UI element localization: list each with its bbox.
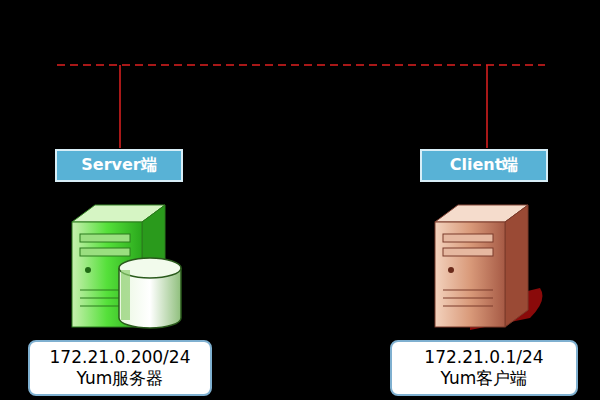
node-text: 172.21.0.200/24 (50, 347, 191, 368)
link-line (119, 65, 121, 148)
role-label: Server端 (55, 149, 183, 182)
node-text: Server端 (81, 155, 156, 176)
network-line (57, 64, 545, 66)
node-subtext: Yum服务器 (77, 368, 164, 389)
host-box: 172.21.0.1/24Yum客户端 (390, 340, 578, 396)
node-text: 172.21.0.1/24 (424, 347, 543, 368)
host-box: 172.21.0.200/24Yum服务器 (28, 340, 212, 396)
node-subtext: Yum客户端 (441, 368, 528, 389)
database-icon (119, 258, 181, 328)
node-text: Client端 (450, 155, 519, 176)
link-line (486, 65, 488, 148)
role-label: Client端 (420, 149, 548, 182)
client-icon (435, 205, 542, 330)
